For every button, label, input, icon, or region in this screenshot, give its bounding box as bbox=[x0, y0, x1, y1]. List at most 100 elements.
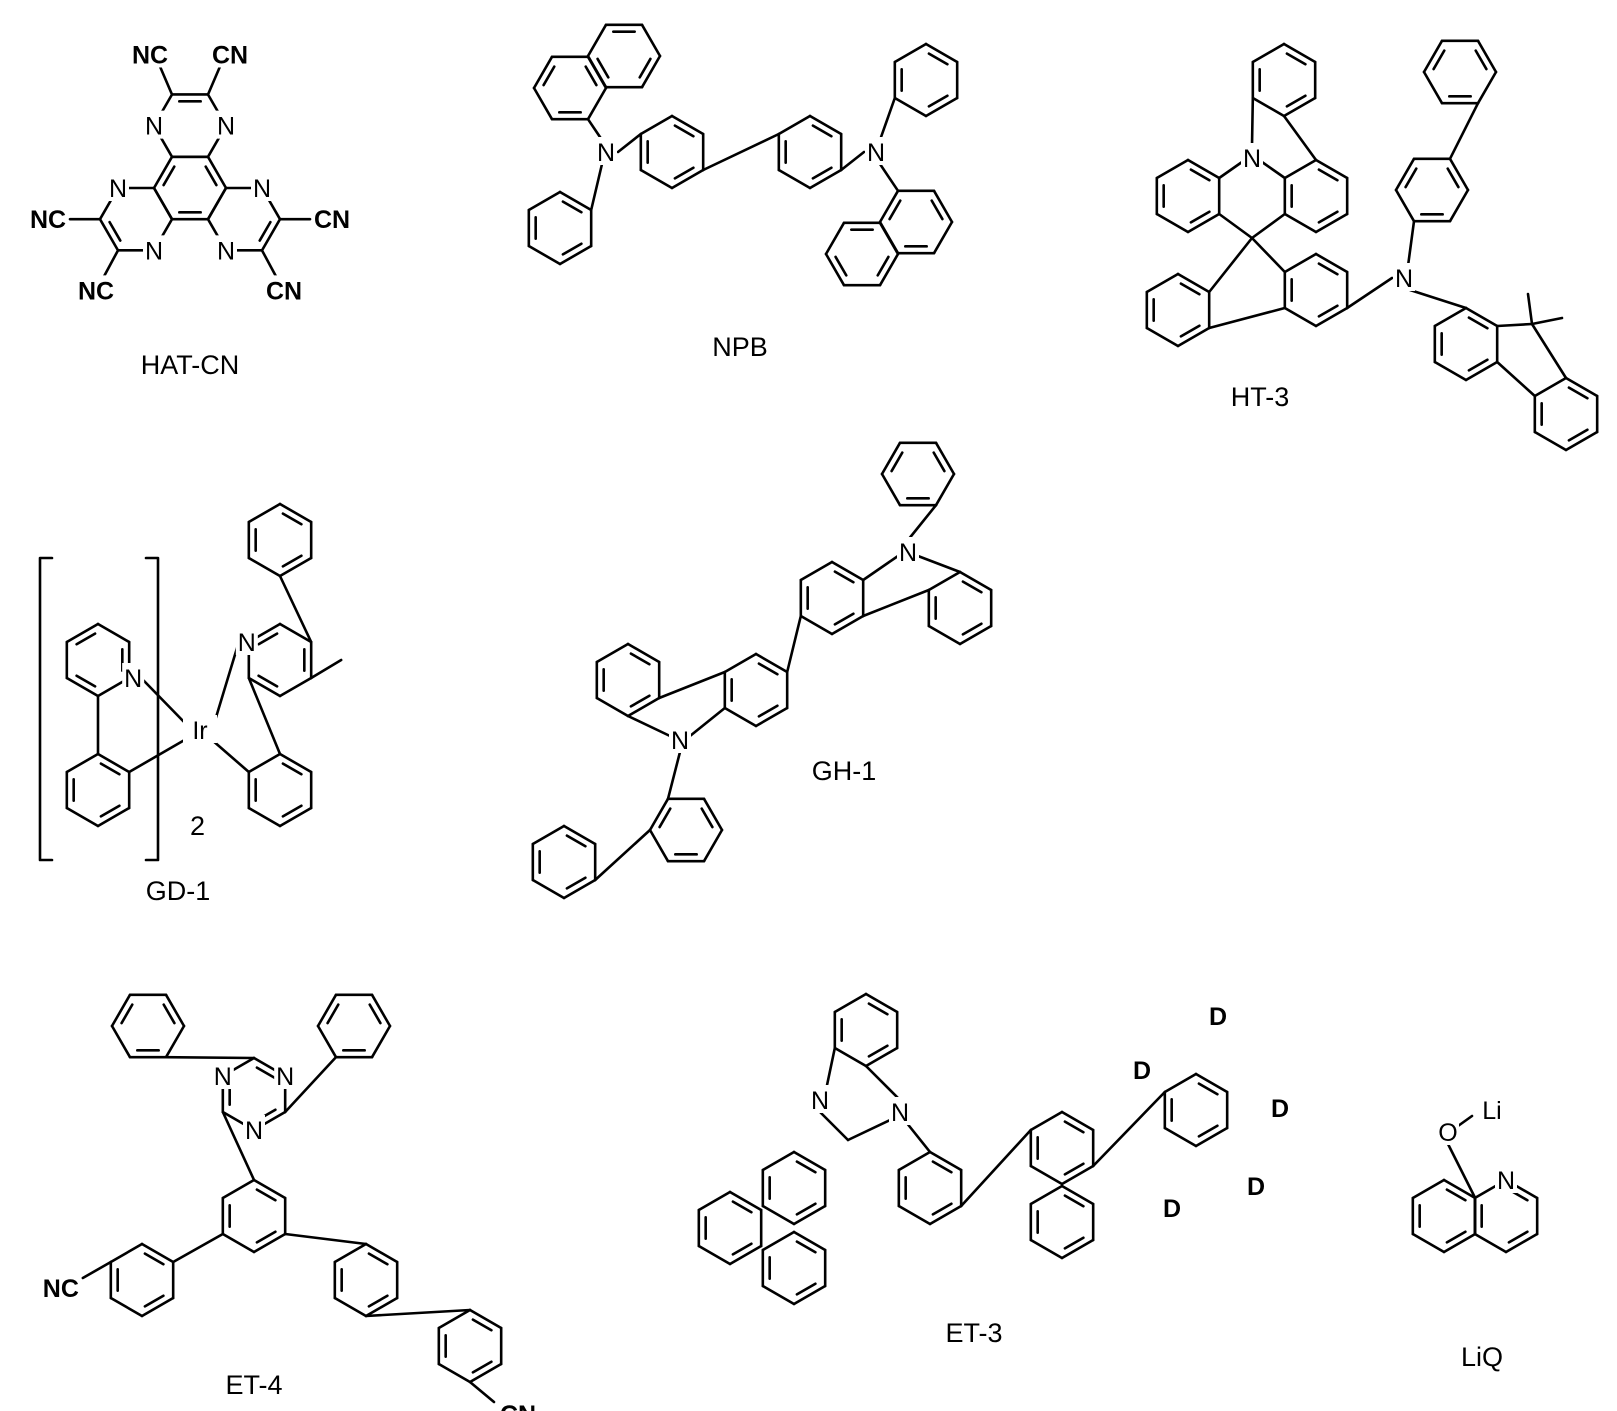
phenyl-left bbox=[529, 192, 591, 264]
bond bbox=[820, 1112, 848, 1140]
ring-bond bbox=[98, 808, 129, 826]
ring-bond bbox=[1424, 41, 1442, 72]
dimethylfluorene-b bbox=[1535, 378, 1597, 450]
deuterium-atom: D bbox=[1163, 1195, 1181, 1223]
amine-nitrogen: N bbox=[597, 139, 615, 167]
structure-hatcn bbox=[70, 66, 310, 276]
ring-bond bbox=[1031, 1240, 1062, 1258]
ring-bond bbox=[1284, 98, 1315, 116]
ring-bond bbox=[533, 880, 564, 898]
ring-bond bbox=[249, 808, 280, 826]
ring-bond bbox=[1178, 274, 1209, 292]
et3-naphthalene-a bbox=[1031, 1112, 1093, 1184]
triazine-nitrogen: N bbox=[276, 1063, 294, 1091]
ring-bond bbox=[1062, 1186, 1093, 1204]
ring-bond bbox=[1285, 160, 1316, 178]
bond bbox=[1497, 324, 1532, 326]
nitrogen-atom: N bbox=[217, 237, 235, 265]
ring-bond bbox=[366, 1244, 397, 1262]
ring-bond bbox=[1031, 1166, 1062, 1184]
bond bbox=[366, 1310, 470, 1316]
bond bbox=[470, 1382, 494, 1402]
left-bracket bbox=[40, 558, 52, 860]
ring-bond bbox=[650, 830, 668, 861]
ring-bond bbox=[1196, 1074, 1227, 1092]
ring-bond bbox=[1450, 190, 1468, 221]
bond bbox=[1252, 98, 1253, 146]
nitrile-group: NC bbox=[30, 206, 66, 234]
ring-bond bbox=[1316, 254, 1347, 272]
ring-bond bbox=[142, 1298, 173, 1316]
bond bbox=[1252, 214, 1285, 238]
ring-bond bbox=[280, 678, 311, 696]
ring-bond bbox=[372, 995, 390, 1026]
ring-bond bbox=[642, 25, 660, 56]
compound-label-liq: LiQ bbox=[1461, 1342, 1503, 1372]
ring-bond bbox=[880, 223, 898, 254]
et4-phenyl-left bbox=[112, 995, 184, 1057]
bond bbox=[1347, 278, 1392, 308]
ring-bond bbox=[98, 624, 129, 642]
ht3-ring-right bbox=[1285, 160, 1347, 232]
ring-bond bbox=[470, 1364, 501, 1382]
ring-bond bbox=[826, 254, 844, 285]
ring-bond bbox=[882, 474, 900, 505]
quinoline-benzo bbox=[1413, 1180, 1475, 1252]
ring-bond bbox=[1188, 214, 1219, 232]
bond bbox=[880, 98, 895, 140]
oxygen-atom: O bbox=[1438, 1119, 1457, 1147]
gd1-pyridine-right bbox=[249, 624, 311, 696]
carbazole-nitrogen: N bbox=[899, 539, 917, 567]
bond bbox=[659, 672, 725, 698]
bond bbox=[591, 164, 602, 210]
bond bbox=[104, 250, 118, 276]
ring-bond bbox=[1466, 308, 1497, 326]
ring-bond bbox=[1285, 214, 1316, 232]
ring-bond bbox=[926, 98, 957, 116]
ring-bond bbox=[1196, 1128, 1227, 1146]
ring-bond bbox=[1413, 1180, 1444, 1198]
gd1-phenyl-right bbox=[249, 754, 311, 826]
lithium-atom: Li bbox=[1482, 1097, 1501, 1125]
ring-bond bbox=[1450, 159, 1468, 190]
ring-bond bbox=[1475, 1234, 1506, 1252]
methyl-bond bbox=[311, 660, 341, 678]
et3-phenanthrene-a bbox=[763, 1152, 825, 1224]
ring-bond bbox=[628, 698, 659, 716]
structure-gh1 bbox=[533, 443, 991, 898]
ring-bond bbox=[318, 1026, 336, 1057]
ring-bond bbox=[801, 616, 832, 634]
bond bbox=[141, 678, 186, 724]
ring-bond bbox=[934, 191, 952, 222]
ring-bond bbox=[725, 654, 756, 672]
ring-bond bbox=[810, 116, 841, 134]
ring-bond bbox=[470, 1310, 501, 1328]
structure-et4 bbox=[83, 995, 501, 1402]
ring-bond bbox=[1396, 159, 1414, 190]
ring-bond bbox=[1062, 1240, 1093, 1258]
bond bbox=[1093, 1092, 1165, 1166]
bond bbox=[212, 740, 249, 772]
structure-et3 bbox=[699, 994, 1227, 1304]
bond bbox=[595, 830, 650, 880]
ring-bond bbox=[704, 799, 722, 830]
ring-bond bbox=[779, 170, 810, 188]
bond bbox=[906, 1122, 930, 1152]
bond bbox=[1252, 238, 1285, 272]
ring-bond bbox=[794, 1286, 825, 1304]
ring-bond bbox=[936, 474, 954, 505]
bond bbox=[1458, 1116, 1472, 1126]
bond bbox=[703, 134, 779, 170]
ring-bond bbox=[1285, 308, 1316, 326]
right-bracket bbox=[146, 558, 158, 860]
et3-naphthalene-b bbox=[1031, 1186, 1093, 1258]
et3-naphtho-b bbox=[763, 1232, 825, 1304]
ht3-ring-nitrogen: N bbox=[1243, 145, 1261, 173]
bond bbox=[285, 1234, 366, 1244]
triazine-nitrogen: N bbox=[214, 1063, 232, 1091]
atom-label-layer: NNNNNNNCCNNCNCCNCNNNNNNNIrNNNNNNCCNNNDDD… bbox=[30, 39, 1517, 1411]
ht3-biphenyl-b bbox=[1424, 41, 1496, 103]
bond bbox=[1497, 362, 1535, 396]
bond bbox=[826, 1048, 835, 1090]
